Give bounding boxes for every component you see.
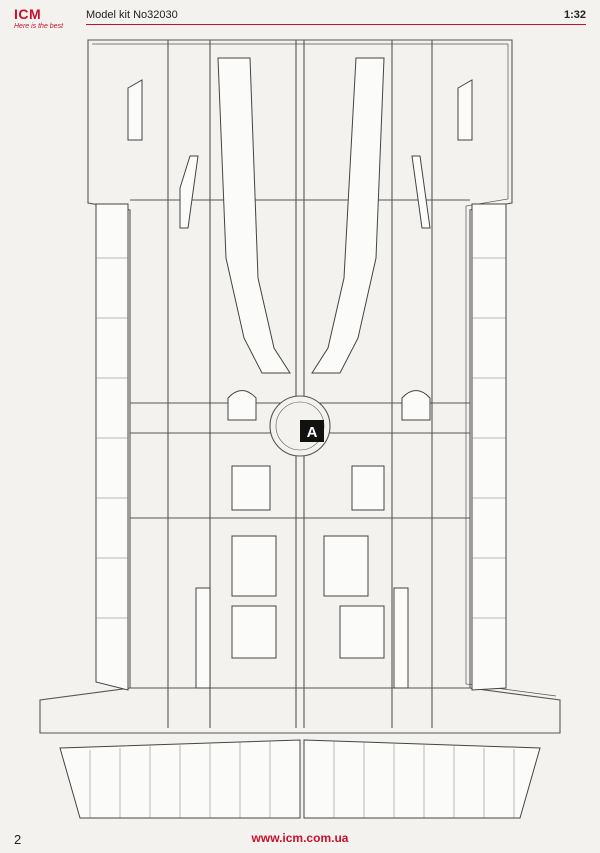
icm-logo: ICM Here is the best xyxy=(14,6,70,36)
logo-text: ICM xyxy=(14,6,42,22)
page-number: 2 xyxy=(14,832,22,847)
website-url: www.icm.com.ua xyxy=(251,831,349,845)
part-tail-right xyxy=(457,79,473,141)
header-rule xyxy=(86,24,586,25)
part-panel-right xyxy=(351,465,385,511)
part-bay-left-1 xyxy=(231,535,277,597)
part-wing-right-upper xyxy=(471,203,507,691)
part-aileron-left xyxy=(195,587,211,689)
logo-tagline: Here is the best xyxy=(14,23,64,30)
part-aileron-right xyxy=(393,587,409,689)
sprue-diagram: A xyxy=(39,39,561,819)
sprue-letter-box xyxy=(300,420,324,442)
part-bay-right-1 xyxy=(323,535,369,597)
page-header: ICM Here is the best Model kit No32030 1… xyxy=(0,0,600,30)
part-fuselage-left xyxy=(217,57,291,374)
part-fairing-right xyxy=(401,390,431,421)
part-wing-left-upper xyxy=(95,203,129,691)
part-wing-right-lower xyxy=(303,739,541,819)
part-bay-left-2 xyxy=(231,605,277,659)
part-bay-right-2 xyxy=(339,605,385,659)
model-kit-number: Model kit No32030 xyxy=(86,9,178,21)
sprue-frame xyxy=(39,39,561,734)
sprue-letter: A xyxy=(307,424,318,441)
part-strut-right xyxy=(411,155,431,229)
part-panel-left xyxy=(231,465,271,511)
part-strut-left xyxy=(179,155,199,229)
part-fairing-left xyxy=(227,390,257,421)
scale-label: 1:32 xyxy=(563,9,586,21)
part-tail-left xyxy=(127,79,143,141)
part-fuselage-right xyxy=(311,57,385,374)
